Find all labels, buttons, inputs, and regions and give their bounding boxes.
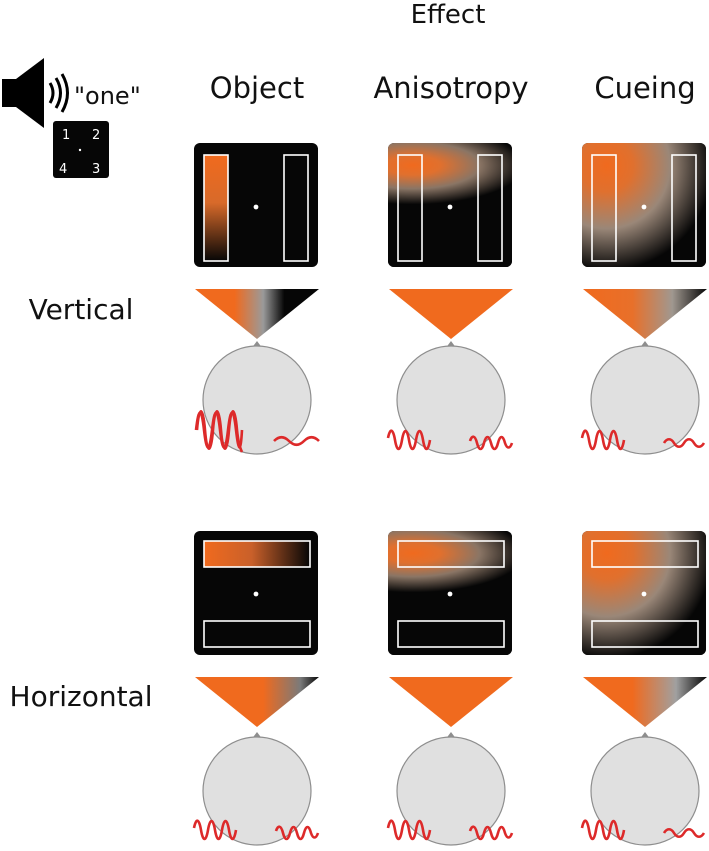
triangle-anisotropy-vertical bbox=[389, 289, 513, 339]
triangle-anisotropy-horizontal bbox=[389, 677, 513, 727]
quadrant-number-3: 3 bbox=[92, 162, 100, 177]
spoken-word-label: "one" bbox=[74, 82, 141, 110]
panel-object-horizontal bbox=[194, 531, 318, 655]
panel-anisotropy-vertical bbox=[388, 143, 512, 267]
quadrant-number-1: 1 bbox=[62, 128, 70, 143]
row-label-horizontal: Horizontal bbox=[10, 680, 153, 713]
head-cueing-vertical bbox=[580, 341, 706, 455]
panel-anisotropy-horizontal bbox=[388, 531, 512, 655]
row-label-vertical: Vertical bbox=[29, 293, 134, 326]
quadrant-number-4: 4 bbox=[59, 162, 67, 177]
head-anisotropy-horizontal bbox=[386, 732, 514, 846]
quadrant-number-2: 2 bbox=[92, 128, 100, 143]
column-label-cueing: Cueing bbox=[594, 71, 695, 105]
column-label-anisotropy: Anisotropy bbox=[373, 71, 528, 105]
column-label-object: Object bbox=[210, 71, 304, 105]
head-cueing-horizontal bbox=[580, 732, 706, 846]
triangle-cueing-horizontal bbox=[583, 677, 707, 727]
head-object-vertical bbox=[194, 341, 320, 455]
triangle-object-vertical bbox=[195, 289, 319, 339]
header-title: Effect bbox=[411, 0, 486, 30]
head-object-horizontal bbox=[192, 732, 320, 846]
panel-cueing-vertical bbox=[582, 143, 706, 267]
speaker-icon bbox=[2, 58, 69, 128]
quadrant-legend: 1 2 4 3 bbox=[53, 121, 109, 178]
panel-object-vertical bbox=[194, 143, 318, 267]
panel-cueing-horizontal bbox=[582, 531, 706, 655]
triangle-cueing-vertical bbox=[583, 289, 707, 339]
head-anisotropy-vertical bbox=[386, 341, 514, 455]
triangle-object-horizontal bbox=[195, 677, 319, 727]
